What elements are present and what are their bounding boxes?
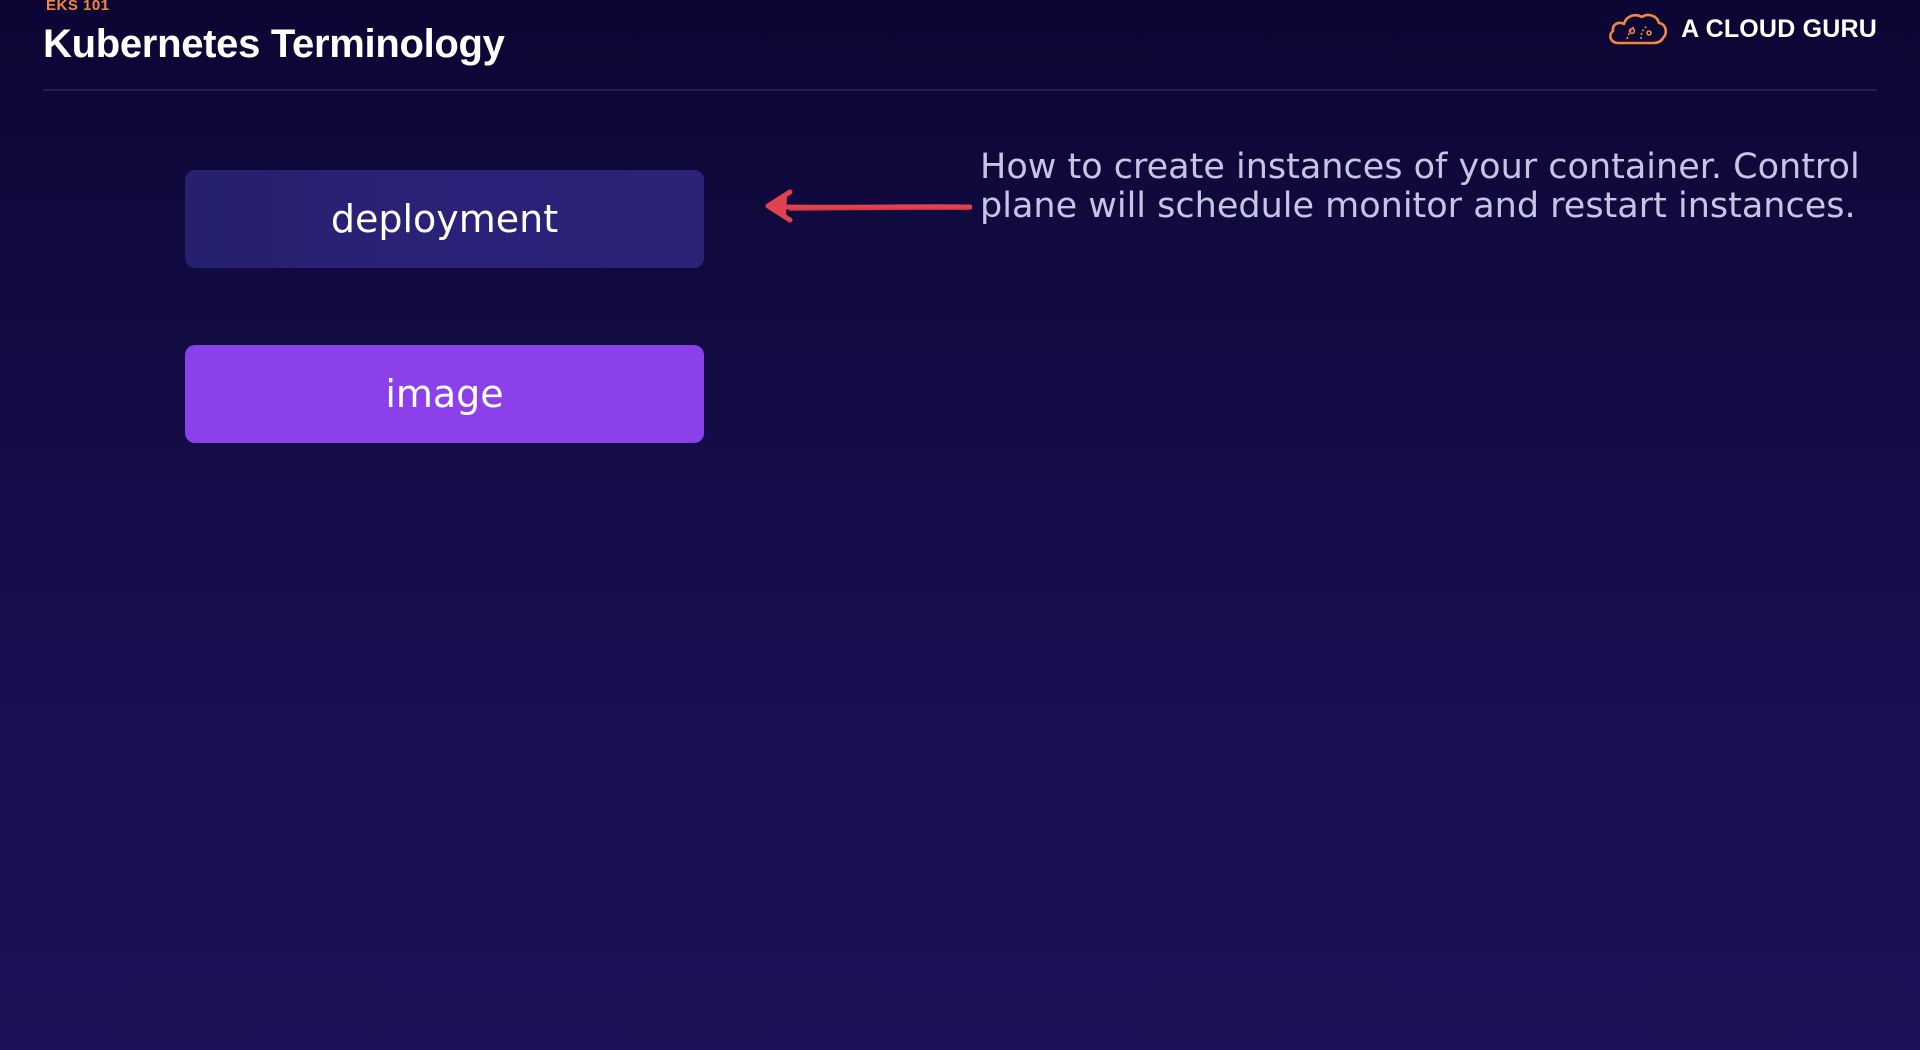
- page-title: Kubernetes Terminology: [43, 22, 505, 66]
- cloud-logo-icon: [1609, 13, 1668, 45]
- left-arrow-icon: [765, 189, 972, 223]
- brand-name: A CLOUD GURU: [1681, 15, 1877, 43]
- definition-text: How to create instances of your containe…: [980, 147, 1860, 226]
- term-card-image[interactable]: image: [185, 345, 704, 443]
- term-card-deployment[interactable]: deployment: [185, 170, 704, 268]
- brand: A CLOUD GURU: [1605, 8, 1877, 50]
- header-divider: [43, 89, 1877, 91]
- course-label: EKS 101: [46, 0, 110, 14]
